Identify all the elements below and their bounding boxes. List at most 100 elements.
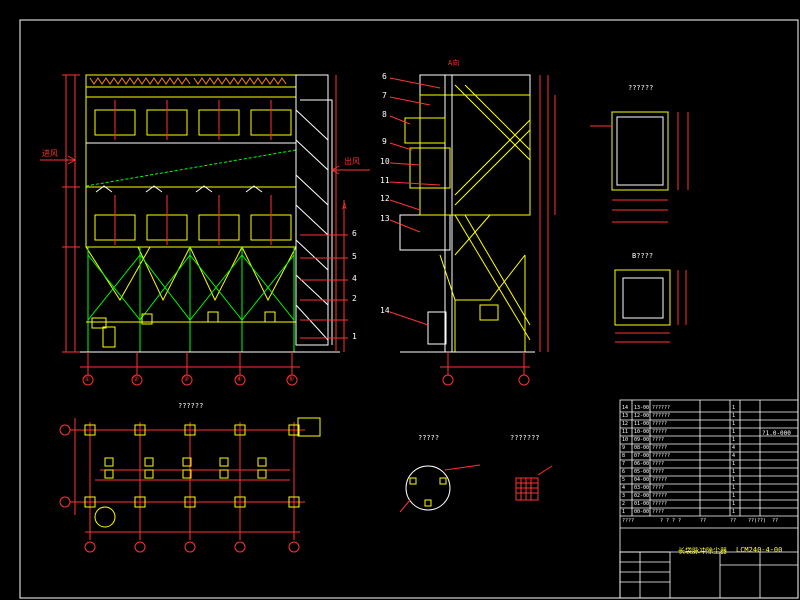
- front-elevation: [40, 74, 370, 386]
- parts-cell-no: 11: [622, 429, 629, 435]
- revision-table: [619, 551, 671, 599]
- parts-cell-qty: 4: [732, 453, 736, 459]
- title-block: [619, 399, 799, 599]
- detail-2-title: ???????: [510, 434, 540, 442]
- parts-cell-qty: 1: [732, 469, 736, 475]
- callout-side-6: 6: [382, 72, 387, 81]
- callout-side-7: 7: [382, 91, 387, 100]
- section-b-title: B????: [632, 252, 654, 260]
- callout-side-14: 14: [380, 306, 390, 315]
- parts-cell-no: 7: [622, 461, 626, 467]
- parts-header-cell: ????: [622, 518, 635, 524]
- parts-cell-qty: 1: [732, 485, 736, 491]
- callout-side-12: 12: [380, 194, 390, 203]
- parts-cell-name: ?????: [652, 493, 668, 499]
- parts-cell-name: ????: [652, 485, 665, 491]
- callout-side-10: 10: [380, 157, 390, 166]
- parts-cell-no: 6: [622, 469, 626, 475]
- parts-header-cell: ??: [730, 518, 737, 524]
- drawing-frame: [19, 19, 799, 599]
- axis-2: ②: [133, 375, 140, 383]
- parts-cell-qty: 1: [732, 405, 736, 411]
- drawing-number: LCM240-4-00: [736, 546, 783, 554]
- inlet-label: 进风: [42, 149, 58, 158]
- parts-cell-name: ????: [652, 437, 665, 443]
- parts-cell-code: 08-00: [634, 445, 650, 451]
- parts-cell-name: ????: [652, 469, 665, 475]
- axis-5: ⑤: [288, 375, 295, 383]
- parts-cell-code: 06-00: [634, 461, 650, 467]
- callout-side-11: 11: [380, 176, 390, 185]
- parts-cell-code: 05-00: [634, 469, 650, 475]
- parts-cell-name: ??????: [652, 413, 671, 419]
- parts-cell-name: ?????: [652, 501, 668, 507]
- axis-3: ③: [183, 375, 190, 383]
- parts-cell-qty: 1: [732, 461, 736, 467]
- parts-header-cell: ??: [700, 518, 707, 524]
- side-view-title: A向: [448, 59, 460, 67]
- outlet-label: 出风: [344, 157, 360, 166]
- parts-cell-name: ?????: [652, 477, 668, 483]
- parts-cell-qty: 1: [732, 477, 736, 483]
- parts-cell-qty: 4: [732, 445, 736, 451]
- parts-cell-no: 10: [622, 437, 629, 443]
- section-b: [614, 269, 687, 343]
- parts-cell-qty: 1: [732, 413, 736, 419]
- parts-cell-no: 13: [622, 413, 629, 419]
- parts-cell-code: 07-00: [634, 453, 650, 459]
- parts-cell-qty: 1: [732, 501, 736, 507]
- callout-side-13: 13: [380, 214, 390, 223]
- parts-cell-no: 4: [622, 485, 626, 491]
- parts-cell-name: ?????: [652, 445, 668, 451]
- plan-view: [59, 417, 321, 553]
- parts-cell-name: ?????: [652, 421, 668, 427]
- parts-cell-qty: 1: [732, 509, 736, 515]
- detail-1: [399, 464, 481, 513]
- parts-cell-no: 2: [622, 501, 626, 507]
- axis-1: ①: [84, 375, 91, 383]
- section-mark: A: [342, 202, 347, 211]
- parts-cell-name: ????: [652, 509, 665, 515]
- side-note: ?1.0-000: [762, 430, 791, 437]
- detail-2: [515, 465, 553, 501]
- parts-cell-code: 04-00: [634, 477, 650, 483]
- parts-cell-qty: 1: [732, 429, 736, 435]
- parts-cell-name: ??????: [652, 405, 671, 411]
- parts-cell-qty: 1: [732, 493, 736, 499]
- parts-cell-code: 00-00: [634, 509, 650, 515]
- section-a-title: ??????: [628, 84, 654, 92]
- parts-cell-name: ?????: [652, 429, 668, 435]
- parts-cell-no: 3: [622, 493, 626, 499]
- callout-front-6: 6: [352, 229, 357, 238]
- parts-cell-code: 10-00: [634, 429, 650, 435]
- parts-cell-qty: 1: [732, 437, 736, 443]
- parts-cell-no: 12: [622, 421, 629, 427]
- callout-front-1: 1: [352, 332, 357, 341]
- callout-front-4: 4: [352, 274, 357, 283]
- parts-cell-code: 02-00: [634, 493, 650, 499]
- parts-cell-code: 03-00: [634, 485, 650, 491]
- parts-cell-no: 8: [622, 453, 626, 459]
- detail-1-title: ?????: [418, 434, 440, 442]
- callout-side-8: 8: [382, 110, 387, 119]
- parts-cell-no: 5: [622, 477, 626, 483]
- callout-side-9: 9: [382, 137, 387, 146]
- parts-cell-no: 14: [622, 405, 629, 411]
- parts-cell-code: 01-00: [634, 501, 650, 507]
- parts-cell-code: 12-00: [634, 413, 650, 419]
- parts-header-cell: ? ? ? ?: [660, 518, 682, 524]
- parts-cell-code: 09-00: [634, 437, 650, 443]
- parts-cell-name: ??????: [652, 453, 671, 459]
- parts-header-cell: ??(??): [748, 518, 767, 524]
- parts-cell-qty: 1: [732, 421, 736, 427]
- plan-view-title: ??????: [178, 402, 204, 410]
- parts-cell-no: 1: [622, 509, 626, 515]
- callout-front-5: 5: [352, 252, 357, 261]
- axis-4: ④: [236, 375, 243, 383]
- parts-header-cell: ??: [772, 518, 779, 524]
- side-elevation: [389, 74, 556, 386]
- parts-cell-name: ????: [652, 461, 665, 467]
- parts-cell-no: 9: [622, 445, 626, 451]
- parts-cell-code: 13-00: [634, 405, 650, 411]
